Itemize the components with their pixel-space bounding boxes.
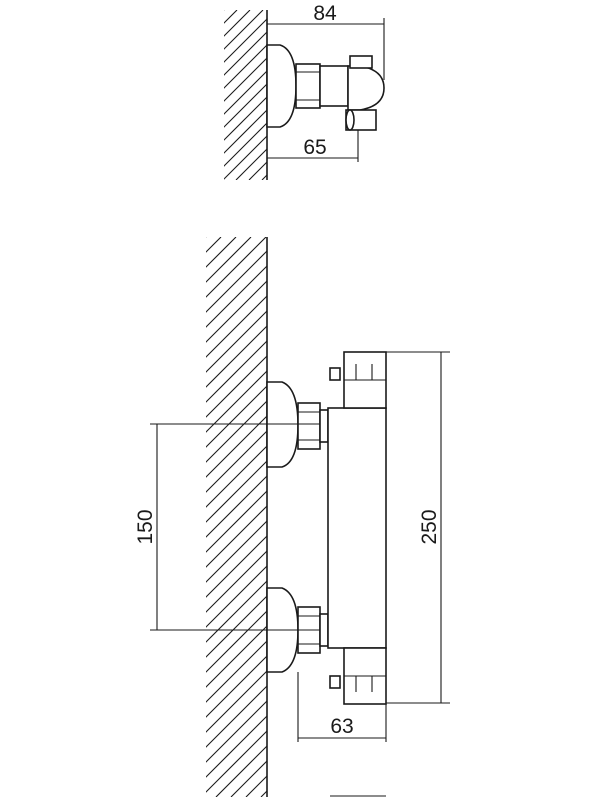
hatch-line — [206, 520, 267, 583]
hatch-line — [235, 148, 267, 180]
dimension-250: 250 — [386, 351, 450, 704]
hatch-line — [224, 10, 251, 37]
wall-rosette-top — [266, 44, 297, 128]
dimension-63: 63 — [297, 672, 387, 742]
hatch-line — [206, 295, 267, 358]
dimension-65: 65 — [267, 130, 359, 162]
hatch-line — [224, 10, 264, 50]
hatch-line — [224, 57, 267, 102]
hatch-line — [206, 310, 267, 373]
hatch-line — [206, 475, 267, 538]
outlet-top — [345, 109, 377, 131]
hatch-line — [224, 122, 267, 167]
bottom-handle — [329, 647, 387, 705]
thermostatic-bar-body — [327, 407, 387, 649]
hatch-line — [206, 700, 267, 763]
wall-hatch-front — [206, 237, 267, 797]
hatch-line — [206, 685, 267, 748]
hatch-line — [206, 490, 267, 553]
hatch-line — [206, 325, 267, 388]
wall-hatch-top — [224, 10, 267, 180]
dimension-150-label: 150 — [134, 509, 157, 544]
hatch-line — [206, 655, 267, 718]
hatch-line — [224, 10, 238, 24]
hatch-line — [224, 70, 267, 115]
hatch-line — [224, 135, 267, 180]
valve-body-top — [347, 65, 385, 111]
hatch-line — [206, 715, 267, 778]
top-handle — [329, 351, 387, 409]
valve-cap-top — [349, 55, 373, 69]
hatch-line — [206, 580, 267, 643]
hatch-line — [224, 18, 267, 63]
hatch-line — [224, 83, 267, 128]
hatch-line — [206, 730, 267, 793]
front-view: 150 250 63 — [134, 237, 450, 797]
dimension-65-label: 65 — [303, 136, 326, 159]
hatch-line — [206, 340, 267, 403]
hatch-line — [230, 760, 267, 797]
hatch-line — [206, 445, 267, 508]
hatch-line — [206, 550, 267, 613]
hatch-line — [206, 430, 267, 493]
hatch-line — [206, 237, 237, 268]
hatch-line — [206, 505, 267, 568]
hatch-line — [206, 565, 267, 628]
dimension-150: 150 — [134, 423, 320, 631]
hatch-line — [206, 460, 267, 523]
hatch-line — [224, 109, 267, 154]
hatch-line — [224, 31, 267, 76]
hatch-line — [206, 237, 207, 238]
hatch-line — [206, 237, 252, 283]
dimension-84: 84 — [266, 2, 385, 80]
dimension-84-label: 84 — [313, 2, 337, 25]
dimension-250-label: 250 — [418, 509, 441, 544]
hatch-line — [206, 237, 222, 253]
hatch-line — [206, 280, 267, 343]
hatch-line — [224, 10, 225, 11]
hatch-line — [206, 670, 267, 733]
dimension-63-label: 63 — [330, 715, 353, 738]
hex-nut-top — [295, 63, 321, 109]
hatch-line — [215, 745, 267, 797]
hatch-line — [206, 535, 267, 598]
top-view: 84 65 — [224, 2, 385, 180]
connector-body-top — [319, 65, 349, 107]
